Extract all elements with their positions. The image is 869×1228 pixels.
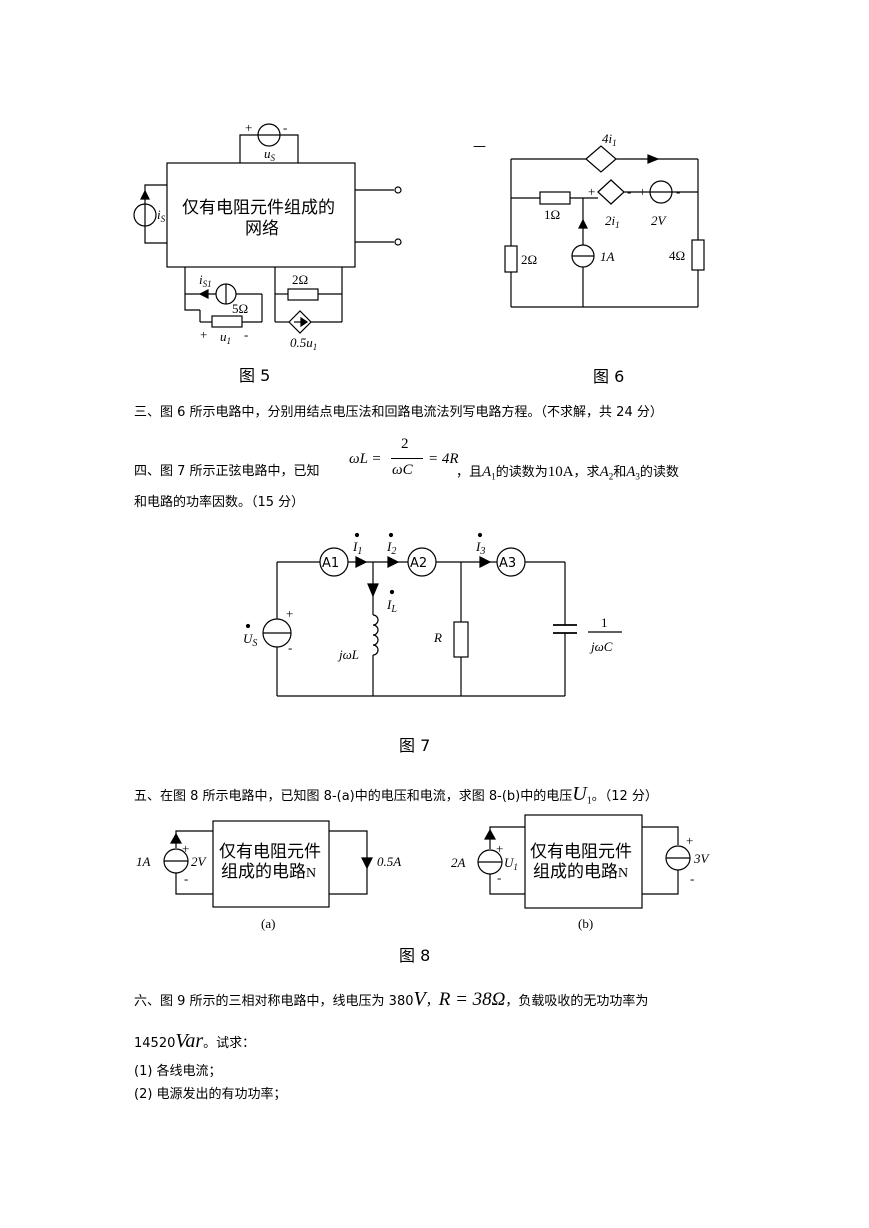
fig7-resistor-r [453,621,469,658]
question-6-item2: (2) 电源发出的有功功率； [134,1087,287,1102]
fig8a-box-line1: 仅有电阻元件 [219,842,321,862]
fig5-is-label: iS [157,207,166,224]
fig7-inductor [372,614,379,656]
question-4-line1: 四、图 7 所示正弦电路中，已知 [134,464,320,479]
fig6-resistor-2ohm [504,245,518,273]
svg-text:+: + [686,833,693,848]
question-4-line1-rest: ，且A1的读数为10A，求A2和A3的读数 [456,464,679,482]
fig8a-label: (a) [261,916,275,931]
fig8a-v-label: 2V [191,854,208,869]
fig5-us-minus: - [283,120,287,135]
svg-text:-: - [184,871,188,886]
fig5-r2-label: 2Ω [292,272,308,287]
fig5-resistive-network-box [166,162,356,268]
question-4-line2: 和电路的功率因数。（15 分） [134,495,305,510]
fig8b-u-label: U1 [504,855,518,872]
fig5-r5-label: 5Ω [232,301,248,316]
fig8b-v-label: 3V [693,851,711,866]
fig7-il-label: IL [386,597,397,615]
question-6-line2: 14520Var。试求： [134,1030,256,1052]
fig5-box-line1: 仅有电阻元件组成的 [182,198,335,218]
fig8b-label: (b) [578,916,593,931]
question-4-equation: ωL = 2 ωC = 4R [349,436,459,478]
fig5-u1-minus: - [244,327,248,342]
svg-text:+: + [286,606,293,621]
fig6-resistor-1ohm [539,191,571,205]
question-3: 三、图 6 所示电路中，分别用结点电压法和回路电流法列写电路方程。（不求解，共 … [134,405,663,420]
figure-8a: 仅有电阻元件 组成的电路N 1A + 2V - 0.5A (a) [136,820,401,931]
fig7-jwl-label: jωL [337,647,359,662]
svg-text:-: - [288,640,292,655]
fig5-us-label: uS [264,146,276,163]
fig5-resistor-5ohm [211,315,243,328]
fig5-box-line2: 网络 [245,219,279,239]
fig6-dep-top-label: 4i1 [602,131,617,148]
question-5: 五、在图 8 所示电路中，已知图 8-(a)中的电压和电流，求图 8-(b)中的… [134,783,658,807]
fig7-a3-label: A3 [499,556,516,571]
fig7-us-label: US [243,631,257,649]
fig7-i1-label: I1 [352,539,362,557]
fig7-caption: 图 7 [399,736,430,755]
figure-8b: 仅有电阻元件 组成的电路N 2A + U1 - + 3V - (b) [451,814,711,931]
fig6-dep-mid-label: 2i1 [605,213,620,230]
fig7-i2-label: I2 [386,539,396,557]
fig5-caption: 图 5 [239,366,270,385]
fig6-caption: 图 6 [593,367,624,386]
fig5-u1-label: u1 [220,329,231,346]
fig8a-i-label: 0.5A [377,854,401,869]
fig7-i3-label: I3 [475,539,485,557]
fig6-v2-label: 2V [651,213,668,228]
svg-text:+: + [588,184,595,199]
fig6-r1-label: 1Ω [544,207,560,222]
svg-text:+: + [496,841,503,856]
fig5-u1-plus: + [200,327,207,342]
figure-5: 仅有电阻元件组成的 网络 + - uS iS iS1 [133,120,402,385]
fig5-terminal-bottom [394,238,402,246]
fig6-a1-label: 1A [600,249,615,264]
fig8b-src-label: 2A [451,855,466,870]
fig7-r-label: R [433,630,442,645]
fig5-terminal-top [394,186,402,194]
fig8b-box-line2: 组成的电路N [533,862,628,882]
fig6-dependent-source-4i1 [585,145,617,173]
fig5-dep-label: 0.5u1 [290,335,317,352]
fig7-cap-num: 1 [601,615,608,630]
svg-text:+: + [639,184,646,199]
figure-6: — 4i1 1Ω + - 2i1 + - 2V 2Ω [473,131,705,386]
fig6-resistor-4ohm [691,239,705,271]
fig6-stray-dash: — [473,139,486,154]
figure-7: A1 A2 A3 I1 I2 I3 + - US IL jωL [243,532,622,755]
fig6-r2-label: 2Ω [521,252,537,267]
fig7-cap-den: jωC [589,639,613,654]
fig5-resistor-2ohm [287,288,319,301]
fig8b-network-box [524,814,643,909]
svg-text:-: - [690,871,694,886]
question-6-line1: 六、图 9 所示的三相对称电路中，线电压为 380V，R = 38Ω，负载吸收的… [134,988,649,1010]
fig7-a2-label: A2 [410,556,427,571]
fig8a-network-box [212,820,330,908]
svg-text:+: + [182,841,189,856]
fig6-dependent-voltage-source-2i1 [597,179,625,205]
fig8-caption: 图 8 [399,946,430,965]
fig8a-box-line2: 组成的电路N [221,862,316,882]
fig6-r4-label: 4Ω [669,248,685,263]
question-6-item1: (1) 各线电流； [134,1064,222,1079]
fig5-us-plus: + [245,120,252,135]
fig5-is1-label: iS1 [199,272,212,289]
fig7-a1-label: A1 [322,556,339,571]
svg-text:-: - [497,870,501,885]
fig8a-src-label: 1A [136,854,151,869]
fig8b-box-line1: 仅有电阻元件 [530,842,632,862]
